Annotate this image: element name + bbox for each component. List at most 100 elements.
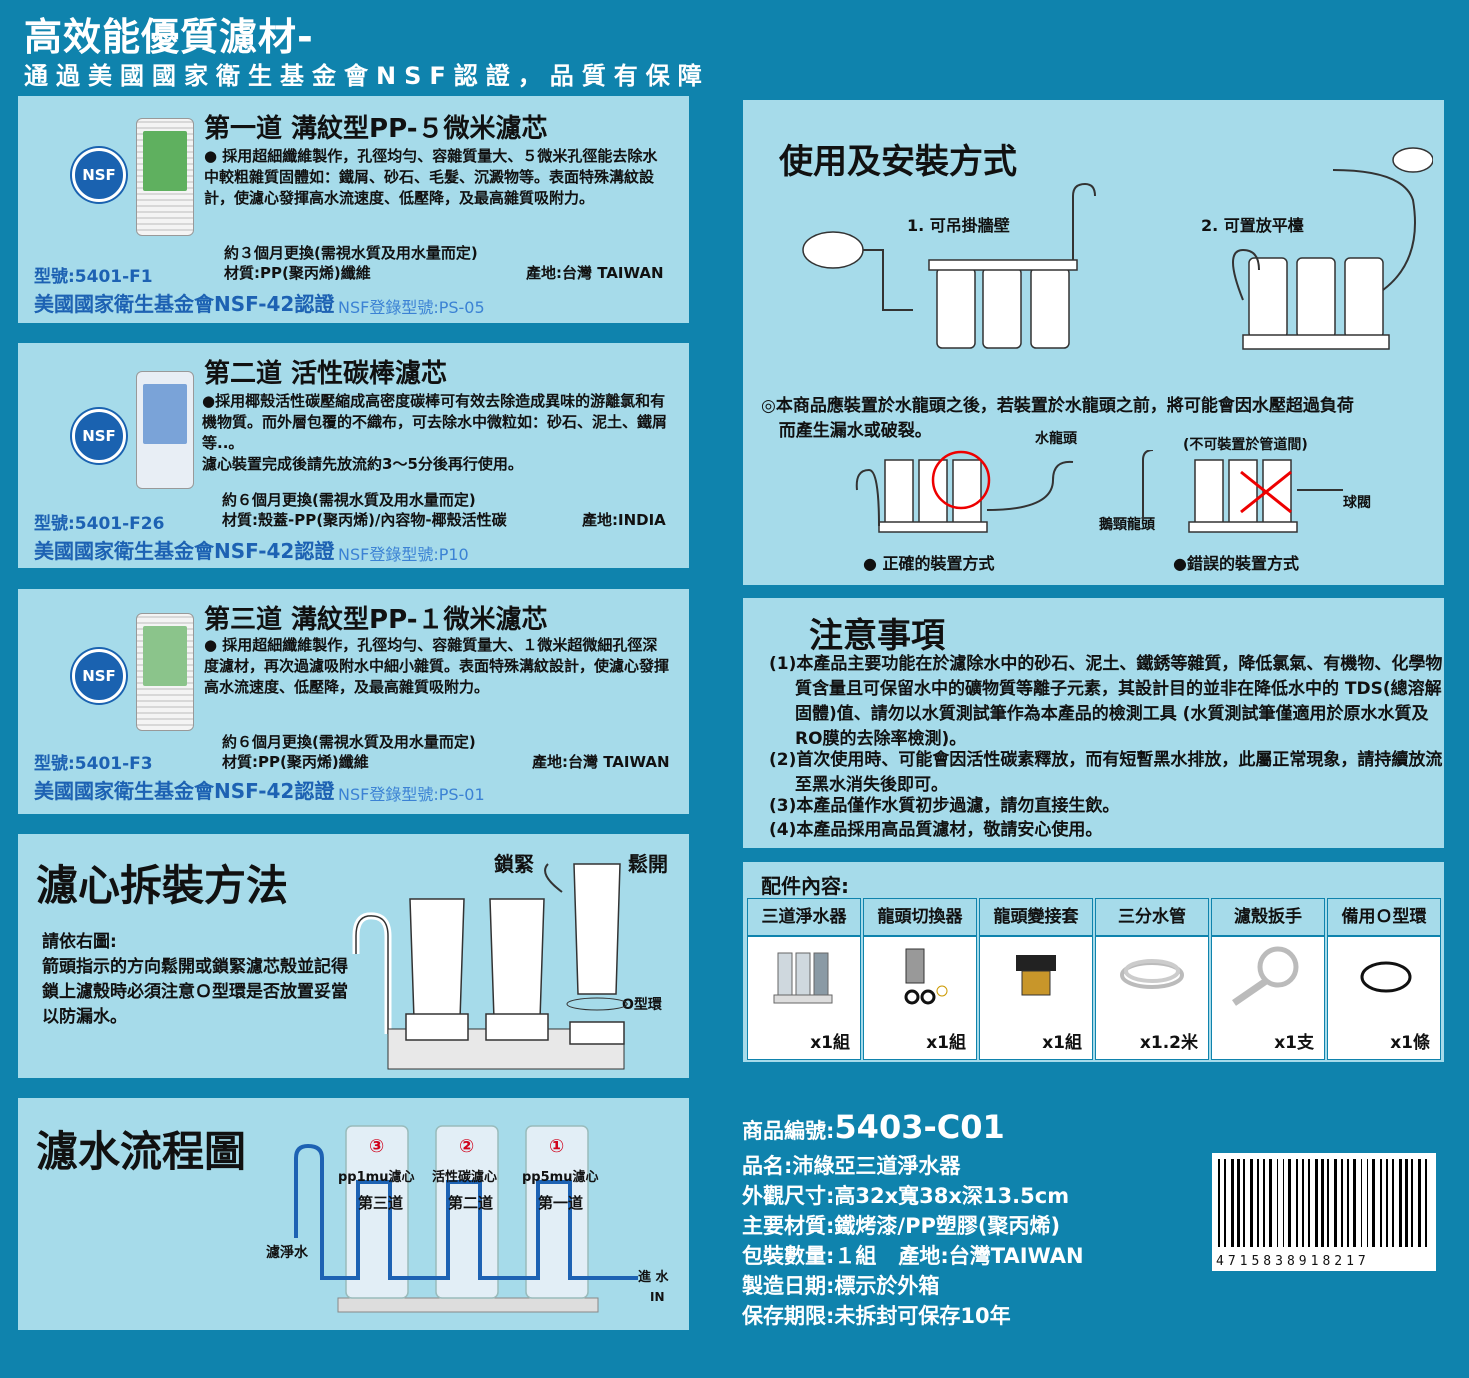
accessory-qty: x1組	[810, 1033, 850, 1053]
product-qty: 包裝數量:１組	[742, 1244, 877, 1268]
barcode-bar	[1250, 1159, 1253, 1247]
barcode-bar	[1315, 1159, 1318, 1247]
filter-title: 第二道 活性碳棒濾芯	[204, 359, 448, 389]
diverter-icon	[904, 948, 948, 1005]
accessory-name: 龍頭變接套	[980, 899, 1092, 937]
stage-num: ②	[459, 1136, 475, 1157]
barcode-bar	[1392, 1159, 1394, 1247]
stage-order: 第二道	[448, 1194, 494, 1212]
barcode-bar	[1353, 1159, 1356, 1247]
disassembly-diagram	[352, 863, 628, 1070]
disassembly-panel: 濾心拆裝方法 請依右圖: 箭頭指示的方向鬆開或鎖緊濾芯殼並記得鎖上濾殼時必須注意…	[18, 834, 689, 1078]
barcode-bar	[1263, 1159, 1265, 1247]
product-size: 外觀尺寸:高32x寬38x深13.5cm	[742, 1184, 1070, 1208]
barcode-bar	[1224, 1159, 1226, 1247]
accessory-qty: x1.2米	[1139, 1033, 1198, 1053]
stage-num: ①	[549, 1136, 565, 1157]
filter-reg: NSF登錄型號:PS-01	[338, 785, 485, 804]
filter-title: 第三道 溝紋型PP-１微米濾芯	[204, 605, 548, 635]
barcode-bar	[1269, 1159, 1272, 1247]
filter-desc: ● 採用超細纖維製作，孔徑均勻、容雜質量大、５微米孔徑能去除水中較粗雜質固體如：…	[204, 147, 658, 207]
barcode: 4715838918217	[1212, 1153, 1436, 1271]
product-material: 主要材質:鐵烤漆/PP塑膠(聚丙烯)	[742, 1214, 1061, 1238]
barcode-bar	[1302, 1159, 1304, 1247]
accessory-name: 濾殼扳手	[1212, 899, 1324, 937]
faucet-label: 水龍頭	[1035, 431, 1077, 447]
note-item-1: (1)本產品主要功能在於濾除水中的砂石、泥土、鐵銹等雜質，降低氯氣、有機物、化學…	[769, 654, 1443, 749]
accessory-name: 備用Ｏ型環	[1328, 899, 1440, 937]
note-item-4: (4)本產品採用高品質濾材，敬請安心使用。	[769, 820, 1103, 840]
accessory-item: 備用Ｏ型環 x1條	[1327, 898, 1441, 1060]
install-note: ◎本商品應裝置於水龍頭之後，若裝置於水龍頭之前，將可能會因水壓超過負荷 而產生漏…	[761, 396, 1354, 441]
product-qty-row: 包裝數量:１組產地:台灣TAIWAN	[742, 1240, 1084, 1270]
barcode-bar	[1277, 1159, 1278, 1247]
filter-model: 型號:5401-F3	[34, 754, 153, 774]
page-title: 高效能優質濾材-	[24, 15, 314, 59]
product-code-label: 商品編號:	[742, 1119, 835, 1143]
filter-cert: 美國國家衛生基金會NSF-42認證	[34, 292, 335, 316]
install-option-table: 2. 可置放平檯	[1201, 216, 1304, 235]
install-panel: 使用及安裝方式 1. 可吊掛牆壁 2. 可置放平檯 ◎本商品應裝置於水龍頭之後，…	[743, 100, 1444, 585]
wrench-icon	[1232, 946, 1299, 1006]
flow-in-label: 進 水	[638, 1270, 669, 1285]
filter-origin: 產地:台灣 TAIWAN	[532, 753, 670, 771]
barcode-bar	[1405, 1159, 1408, 1247]
barcode-bar	[1243, 1159, 1245, 1247]
disassembly-title: 濾心拆裝方法	[36, 861, 289, 910]
filter-title: 第一道 溝紋型PP-５微米濾芯	[204, 114, 548, 144]
filter-desc: ●採用椰殼活性碳壓縮成高密度碳棒可有效去除造成異味的游離氯和有機物質。而外層包覆…	[202, 392, 668, 473]
flow-panel: 濾水流程圖 濾淨水 進 水 IN ③ pp1mu濾心 第三道 ② 活性碳濾心 第…	[18, 1098, 689, 1330]
barcode-bar	[1418, 1159, 1421, 1247]
nsf-badge-icon: NSF	[72, 148, 126, 202]
barcode-bar	[1372, 1159, 1375, 1247]
accessories-title: 配件內容:	[761, 874, 849, 898]
barcode-bar	[1257, 1159, 1259, 1247]
no-pipe-label: (不可裝置於管道間)	[1183, 437, 1308, 453]
filter-model: 型號:5401-F26	[34, 514, 165, 534]
flow-title: 濾水流程圖	[36, 1127, 247, 1176]
oring-icon	[1360, 961, 1412, 993]
barcode-bar	[1399, 1159, 1402, 1247]
barcode-bar	[1367, 1159, 1368, 1247]
lock-label: 鎖緊	[494, 852, 534, 876]
install-option-wall: 1. 可吊掛牆壁	[907, 216, 1010, 235]
cartridge-image	[136, 613, 194, 731]
loosen-label: 鬆開	[628, 852, 668, 876]
notes-title: 注意事項	[809, 616, 945, 656]
barcode-bar	[1296, 1159, 1298, 1247]
install-title: 使用及安裝方式	[779, 142, 1017, 182]
accessory-item: 濾殼扳手 x1支	[1211, 898, 1325, 1060]
filter-model: 型號:5401-F1	[34, 267, 153, 287]
stage-name: pp1mu濾心	[338, 1170, 415, 1185]
install-diagram-top	[802, 147, 1433, 350]
product-shelf: 保存期限:未拆封可保存10年	[742, 1304, 1011, 1328]
accessory-name: 龍頭切換器	[864, 899, 976, 937]
barcode-bar	[1231, 1159, 1234, 1247]
nsf-badge-icon: NSF	[72, 409, 126, 463]
product-code-row: 商品編號:5403-C01	[742, 1108, 1005, 1146]
adapter-icon	[1016, 955, 1056, 996]
stage-num: ③	[369, 1136, 385, 1157]
flow-out-label: 濾淨水	[266, 1245, 308, 1261]
barcode-bar	[1425, 1159, 1427, 1247]
oring-label: O型環	[622, 997, 662, 1013]
filter-material: 材質:殼蓋-PP(聚丙烯)/內容物-椰殼活性碳	[222, 511, 507, 529]
barcode-bar	[1327, 1159, 1329, 1247]
stage-order: 第一道	[538, 1194, 584, 1212]
barcode-bar	[1218, 1159, 1220, 1247]
purifier-icon	[773, 952, 833, 1004]
flow-diagram	[294, 1125, 638, 1313]
barcode-bar	[1361, 1159, 1362, 1247]
accessory-item: 三道淨水器 x1組	[747, 898, 861, 1060]
accessory-item: 龍頭變接套 x1組	[979, 898, 1093, 1060]
cartridge-image	[136, 371, 194, 489]
filter-material: 材質:PP(聚丙烯)纖維	[224, 264, 371, 282]
install-diagram-bottom	[855, 450, 1343, 533]
filter-reg: NSF登錄型號:P10	[338, 545, 469, 564]
barcode-bar	[1288, 1159, 1291, 1247]
filter-panel-3: NSF 第三道 溝紋型PP-１微米濾芯 ● 採用超細纖維製作，孔徑均勻、容雜質量…	[18, 589, 689, 814]
product-code: 5403-C01	[834, 1108, 1005, 1146]
note-item-3: (3)本產品僅作水質初步過濾，請勿直接生飲。	[769, 796, 1120, 816]
flow-in-en: IN	[650, 1290, 665, 1304]
filter-origin: 產地:台灣 TAIWAN	[526, 264, 664, 282]
